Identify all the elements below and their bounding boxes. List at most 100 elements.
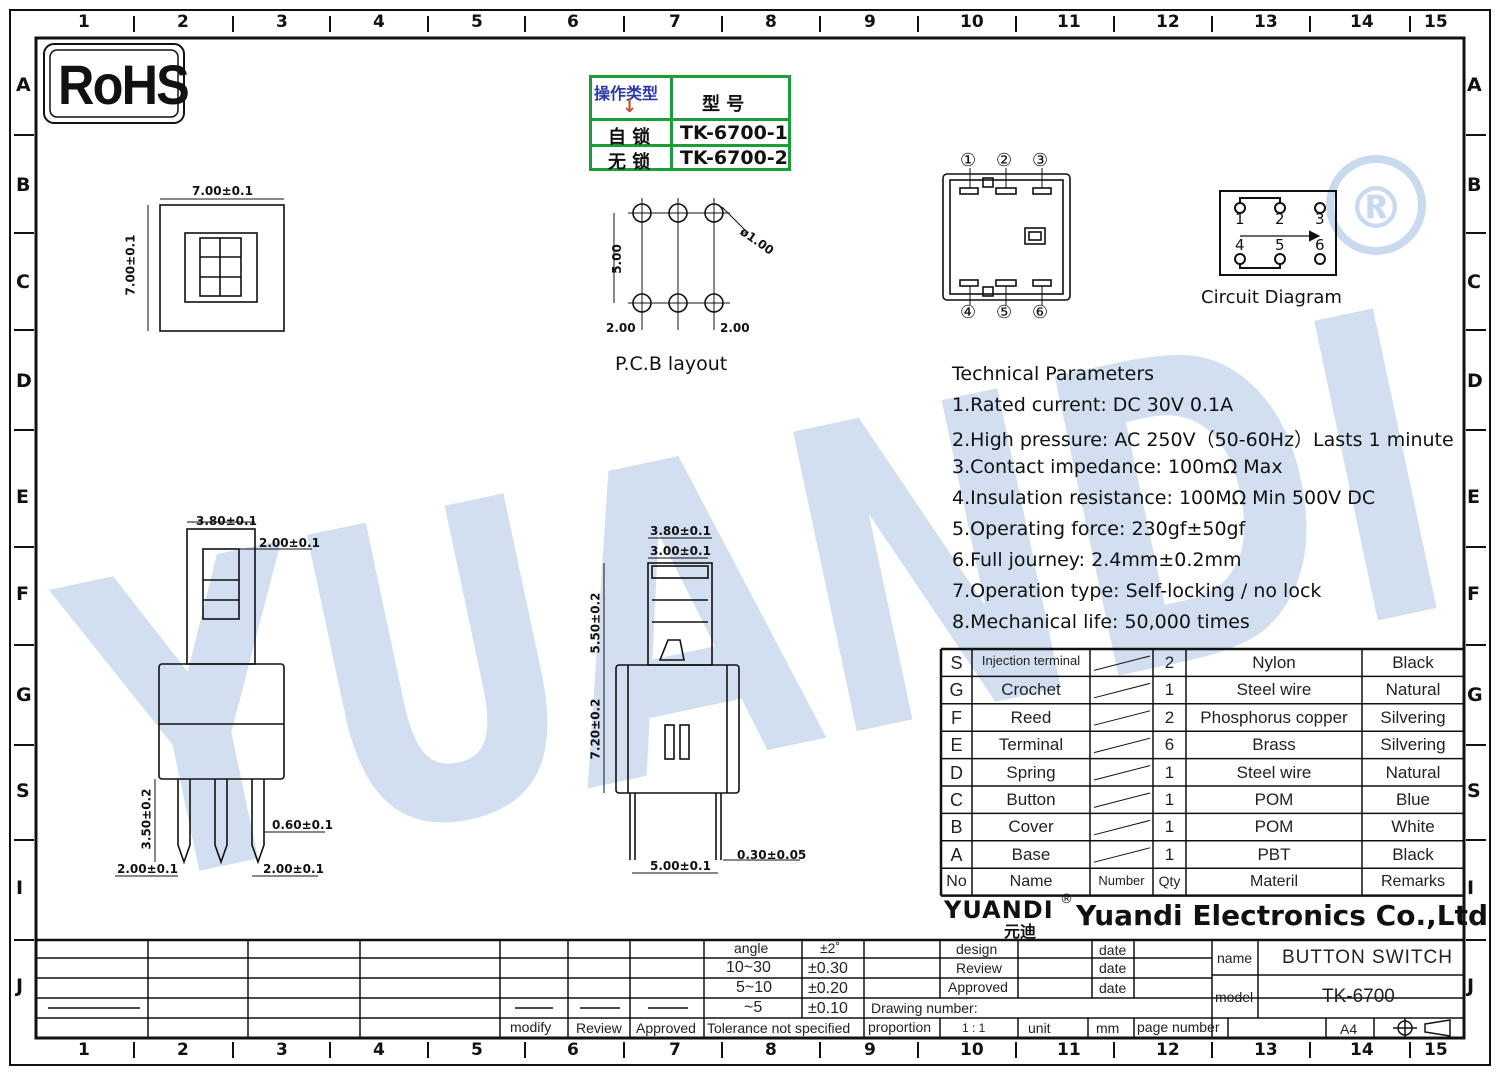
side-dim: 5.50±0.2 — [588, 592, 603, 654]
bom-remark: Black — [1392, 653, 1434, 672]
date-label: date — [1099, 980, 1127, 996]
model-table: 操作类型 ↓ 型 号 自 锁 TK-6700-1 无 锁 TK-6700-2 — [589, 75, 791, 173]
front-dim: 0.60±0.1 — [272, 818, 333, 832]
grid-column-label: 14 — [1350, 12, 1374, 32]
grid-column-label: 4 — [373, 12, 385, 32]
top-height-dim: 7.00±0.1 — [123, 234, 138, 296]
pcb-right-dim: 2.00 — [720, 321, 750, 335]
bom-material: Phosphorus copper — [1200, 707, 1348, 727]
bom-material: POM — [1254, 790, 1294, 809]
bom-qty: 2 — [1164, 707, 1175, 727]
bom-name: Reed — [1010, 707, 1052, 727]
tol-range: 5~10 — [736, 979, 773, 996]
bom-remark: Silvering — [1380, 707, 1446, 727]
bom-header-remarks: Remarks — [1380, 873, 1445, 891]
grid-column-label: 11 — [1057, 1040, 1081, 1060]
circuit-label: 3 — [1315, 210, 1325, 228]
unit-value: mm — [1096, 1020, 1120, 1036]
pcb-left-dim: 2.00 — [606, 321, 636, 335]
pcb-caption: P.C.B layout — [615, 353, 728, 375]
grid-column-label: 8 — [765, 12, 777, 32]
grid-column-label: 12 — [1156, 12, 1180, 32]
name-value: BUTTON SWITCH — [1282, 947, 1453, 968]
bom-header-qty: Qty — [1158, 873, 1181, 890]
model-label: model — [1215, 989, 1254, 1005]
bom-remark: Silvering — [1380, 735, 1446, 755]
rohs-box — [43, 43, 185, 124]
grid-column-label: 11 — [1057, 12, 1081, 32]
front-dim: 3.80±0.1 — [196, 514, 257, 528]
outer-border — [9, 9, 1491, 1066]
approved-label: Approved — [636, 1020, 696, 1036]
bom-material: Steel wire — [1236, 762, 1312, 782]
tol-range: 10~30 — [726, 959, 771, 976]
grid-row-label: D — [16, 370, 32, 392]
bom-qty: 1 — [1164, 790, 1175, 809]
tol-value: ±0.10 — [808, 1000, 848, 1017]
grid-column-label: 2 — [177, 12, 189, 32]
bom-header-no: No — [946, 873, 967, 891]
technical-item: 4.Insulation resistance: 100MΩ Min 500V … — [952, 487, 1376, 509]
bom-material: Brass — [1252, 735, 1296, 755]
tol-angle-value: ±2˚ — [820, 940, 841, 956]
bom-no: E — [950, 735, 963, 756]
grid-row-label: C — [1467, 271, 1481, 293]
bom-name: Button — [1006, 790, 1056, 809]
pin-label: ④ — [960, 302, 977, 323]
pin-label: ② — [996, 150, 1013, 171]
grid-row-label: G — [1467, 684, 1483, 706]
grid-column-label: 2 — [177, 1040, 189, 1060]
bom-material: Steel wire — [1236, 680, 1312, 700]
grid-column-label: 13 — [1254, 12, 1278, 32]
bom-remark: Natural — [1385, 680, 1441, 700]
bom-header-name: Name — [1009, 873, 1053, 891]
bom-qty: 1 — [1164, 680, 1175, 700]
grid-column-label: 1 — [78, 1040, 90, 1060]
company-registered-mark: ® — [1060, 892, 1073, 907]
bom-qty: 1 — [1164, 762, 1175, 782]
pin-view — [942, 168, 1071, 305]
grid-row-label: B — [16, 174, 31, 196]
grid-row-label: J — [16, 975, 24, 997]
bom-name: Cover — [1008, 817, 1054, 837]
technical-item: 6.Full journey: 2.4mm±0.2mm — [952, 549, 1242, 571]
grid-row-label: B — [1467, 174, 1482, 196]
grid-column-label: 9 — [864, 1040, 876, 1060]
company-logo-cn: 元迪 — [1004, 922, 1037, 941]
technical-item: 2.High pressure: AC 250V（50-60Hz）Lasts 1… — [952, 429, 1454, 451]
bom-remark: Blue — [1395, 790, 1431, 809]
pin-label: ⑤ — [996, 302, 1013, 323]
bom-qty: 2 — [1164, 653, 1175, 672]
circuit-label: 4 — [1235, 236, 1245, 254]
bom-no: S — [950, 653, 963, 673]
design-label: design — [956, 941, 998, 957]
pin-label: ③ — [1032, 150, 1049, 171]
proportion-label: proportion — [868, 1019, 932, 1035]
grid-column-label: 15 — [1424, 1040, 1448, 1060]
tol-value: ±0.30 — [808, 960, 848, 977]
top-width-dim: 7.00±0.1 — [192, 184, 253, 198]
tol-value: ±0.20 — [808, 980, 848, 997]
grid-row-label: J — [1467, 975, 1475, 997]
grid-column-label: 15 — [1424, 12, 1448, 32]
circuit-label: 5 — [1275, 236, 1285, 254]
grid-column-label: 12 — [1156, 1040, 1180, 1060]
grid-column-label: 3 — [276, 12, 288, 32]
tol-range: ~5 — [744, 999, 763, 1016]
grid-row-label: A — [1467, 74, 1482, 96]
bom-remark: Natural — [1385, 762, 1441, 782]
svg-text:®: ® — [1347, 174, 1405, 242]
rohs-logo: RoHS — [58, 53, 190, 116]
grid-column-label: 7 — [669, 12, 681, 32]
front-dim: 3.50±0.2 — [139, 788, 154, 850]
scale-value: 1 : 1 — [962, 1021, 986, 1035]
model-value: TK-6700 — [1322, 986, 1395, 1007]
technical-item: 3.Contact impedance: 100mΩ Max — [952, 456, 1283, 478]
title-block-grid — [36, 938, 1464, 1038]
bom-name: Terminal — [998, 735, 1064, 755]
front-dim: 2.00±0.1 — [259, 536, 320, 550]
bom-name: Injection terminal — [981, 653, 1081, 668]
technical-item: 5.Operating force: 230gf±50gf — [952, 518, 1246, 540]
grid-row-label: E — [16, 486, 29, 508]
